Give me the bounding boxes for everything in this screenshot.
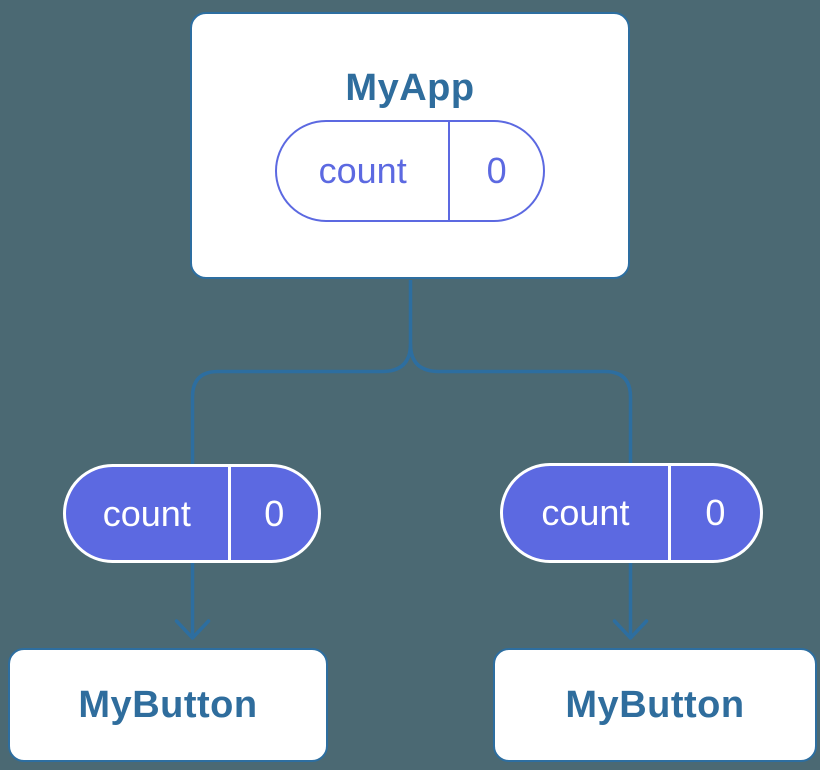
- state-name: count: [66, 467, 228, 560]
- state-name: count: [277, 122, 448, 220]
- state-name: count: [503, 466, 668, 560]
- component-node-mybutton-2: MyButton: [493, 648, 817, 762]
- state-value-label: 0: [705, 492, 726, 533]
- state-value: 0: [671, 466, 760, 560]
- state-value: 0: [231, 467, 318, 560]
- pill-divider-line: [667, 466, 671, 560]
- state-pill-mybutton-1: count 0: [63, 464, 321, 563]
- node-title-mybutton-1: MyButton: [78, 683, 258, 726]
- arrowhead-left-icon: [174, 619, 211, 640]
- state-pill-mybutton-2: count 0: [500, 463, 763, 563]
- node-title-myapp: MyApp: [345, 67, 475, 109]
- state-name-label: count: [102, 492, 191, 534]
- state-value-label: 0: [486, 150, 507, 191]
- node-title-mybutton-2: MyButton: [565, 683, 745, 726]
- branch-connector-left: [190, 280, 413, 635]
- component-node-myapp: MyApp count 0: [190, 12, 630, 279]
- state-name-label: count: [318, 150, 407, 191]
- state-pill-myapp: count 0: [275, 120, 545, 222]
- state-name-label: count: [541, 492, 630, 533]
- state-value-label: 0: [264, 492, 285, 534]
- component-node-mybutton-1: MyButton: [8, 648, 328, 762]
- state-value: 0: [450, 122, 543, 220]
- pill-divider-line: [448, 122, 451, 220]
- arrowhead-right-icon: [612, 619, 649, 640]
